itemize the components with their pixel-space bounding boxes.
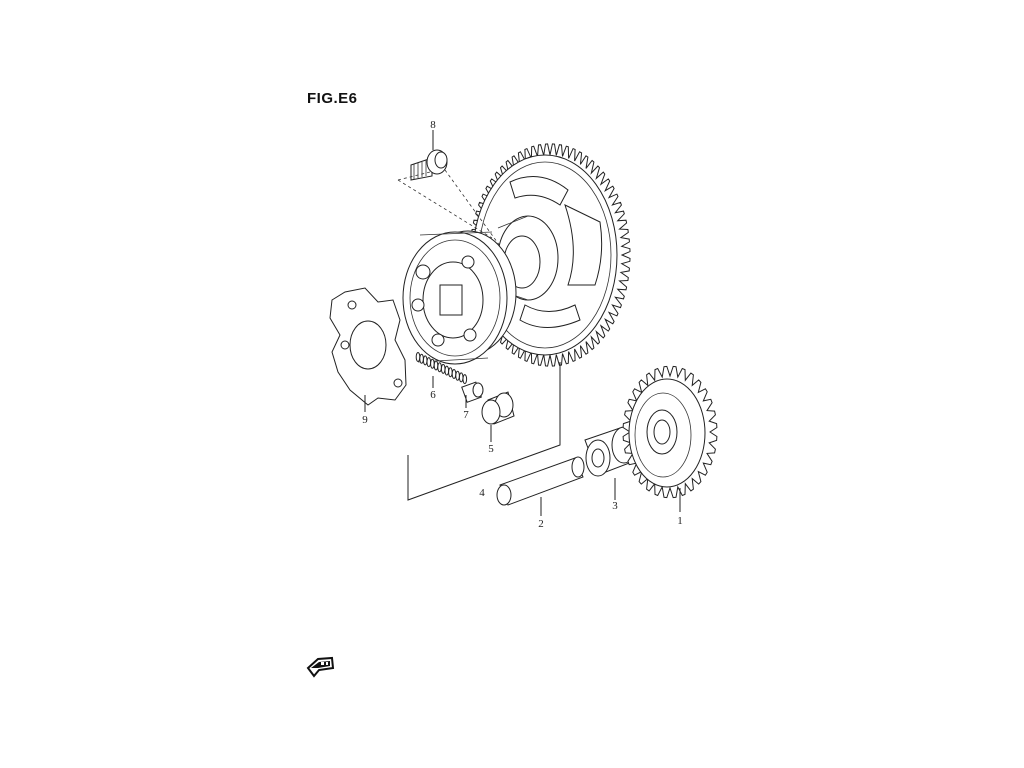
plunger-cap[interactable]	[461, 381, 484, 403]
spring-coil	[415, 352, 421, 362]
assembly-guide-lines	[397, 169, 501, 247]
figure-title: FIG.E6	[307, 90, 358, 107]
bolt[interactable]	[410, 149, 448, 181]
clutch-housing[interactable]	[402, 230, 517, 365]
callout-1: 1	[677, 515, 683, 527]
front-direction-arrow-icon	[306, 656, 335, 678]
bushing[interactable]	[584, 426, 637, 477]
spring-coil	[433, 360, 439, 371]
spring-coil	[458, 372, 464, 383]
callout-4: 4	[479, 487, 485, 499]
callout-7: 7	[463, 409, 469, 421]
clutch-plate[interactable]	[329, 287, 407, 406]
spring-coil	[455, 370, 460, 381]
spring-coil	[422, 355, 428, 366]
spring-coil	[462, 374, 468, 385]
callout-8: 8	[430, 119, 436, 131]
callout-labels: 1 2 3 4 5 6 7 8 9	[362, 119, 683, 530]
spring-coil	[448, 367, 453, 378]
idle-gear[interactable]	[622, 365, 718, 499]
spring-coil	[444, 365, 450, 376]
roller[interactable]	[481, 391, 515, 425]
spring-coil	[440, 363, 446, 374]
callout-3: 3	[612, 500, 618, 512]
spring-coil	[419, 353, 424, 364]
callout-9: 9	[362, 414, 368, 426]
spring-coil	[430, 358, 435, 369]
spring-coil	[426, 357, 432, 368]
spring-coil	[451, 369, 457, 379]
callout-6: 6	[430, 389, 436, 401]
shaft[interactable]	[496, 456, 585, 506]
spring[interactable]	[415, 352, 468, 385]
leader-lines	[364, 130, 681, 516]
callout-2: 2	[538, 518, 544, 530]
spring-coil	[437, 362, 442, 373]
callout-5: 5	[488, 443, 494, 455]
